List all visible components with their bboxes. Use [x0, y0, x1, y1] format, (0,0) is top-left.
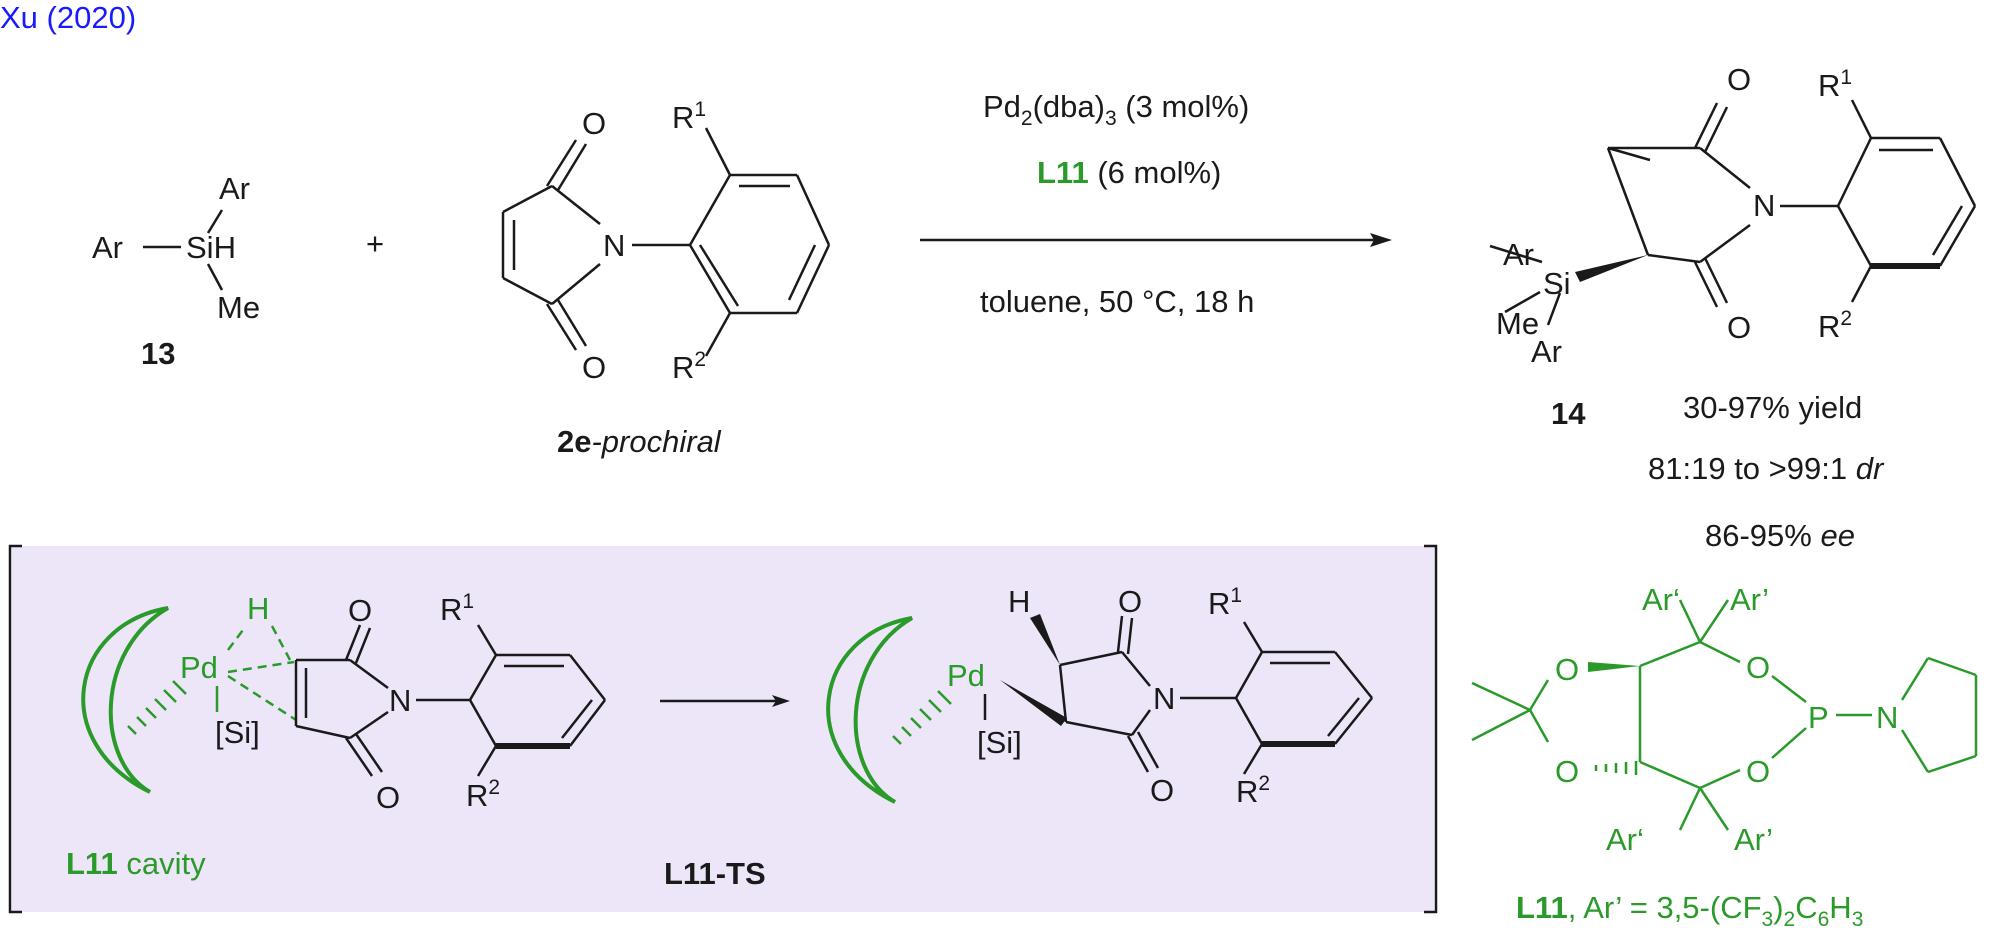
ligand-line: L11 (6 mol%): [1037, 155, 1221, 190]
ts-left: Pd H [Si]: [66, 590, 606, 881]
solvent-line: toluene, 50 °C, 18 h: [980, 284, 1254, 319]
ligand-o4: O: [1746, 754, 1770, 789]
product-wedge-bond: [1575, 255, 1648, 282]
ts-left-o-bottom: O: [376, 780, 400, 815]
ts-right-h: H: [1008, 584, 1030, 619]
ligand-wedge-bond: [1588, 662, 1640, 672]
product-ar-bottom: Ar: [1531, 334, 1562, 369]
ts-left-dashed-bonds: [227, 625, 297, 722]
product-si: Si: [1543, 266, 1571, 301]
ts-left-pd: Pd: [180, 650, 218, 685]
ts-box: Pd H [Si]: [8, 544, 1438, 914]
silane-13: Ar Ar SiH Me 13: [92, 171, 260, 371]
ts-left-n: N: [389, 683, 411, 718]
ligand-o1: O: [1555, 652, 1579, 687]
compound-13-label: 13: [141, 336, 175, 371]
product-me: Me: [1496, 306, 1539, 341]
ligand-caption: L11, Ar’ = 3,5-(CF3)2C6H3: [1516, 890, 1863, 931]
ts-right-wedge-h: [1030, 614, 1060, 665]
product-14: O O N Ar Si Me Ar R1 R2 14 30-97% yield …: [1489, 62, 1977, 553]
cavity-label: L11 cavity: [66, 846, 206, 881]
ts-bracket-left: [8, 544, 22, 914]
catalyst-line: Pd2(dba)3 (3 mol%): [983, 89, 1249, 130]
ts-label: L11-TS: [664, 856, 766, 891]
ts-left-o-top: O: [348, 593, 372, 628]
ts-left-h: H: [247, 591, 269, 626]
ligand-ar-tr: Ar’: [1730, 582, 1769, 617]
ts-right-r1: R1: [1208, 584, 1242, 621]
dr-text: 81:19 to >99:1 dr: [1648, 451, 1885, 486]
product-r1: R1: [1818, 66, 1852, 103]
maleimide-r2: R2: [672, 348, 706, 385]
ts-arrow-head: [772, 695, 790, 707]
ts-right: Pd H [Si]: [826, 584, 1373, 809]
ts-right-o-top: O: [1118, 584, 1142, 619]
maleimide-2e: O O N R1 R2 2e-prochiral: [501, 98, 831, 459]
ligand-l11: O O O O P N Ar‘ Ar’ Ar‘ Ar’ L11, Ar’ = 3…: [1471, 582, 1978, 931]
silane-ar-top: Ar: [219, 171, 250, 206]
ligand-o2: O: [1555, 754, 1579, 789]
yield-text: 30-97% yield: [1683, 390, 1862, 425]
cavity-crescent-left: [81, 606, 169, 794]
maleimide-r1: R1: [672, 98, 706, 135]
silane-me: Me: [217, 290, 260, 325]
product-r2: R2: [1818, 307, 1852, 344]
ligand-n: N: [1876, 700, 1898, 735]
maleimide-o-bottom: O: [582, 350, 606, 385]
ee-text: 86-95% ee: [1705, 518, 1855, 553]
ts-left-r1: R1: [440, 590, 474, 627]
product-n: N: [1753, 188, 1775, 223]
reaction-conditions: Pd2(dba)3 (3 mol%) L11 (6 mol%) toluene,…: [920, 89, 1392, 319]
ts-right-o-bottom: O: [1150, 773, 1174, 808]
reaction-arrow-head: [1370, 233, 1392, 247]
ligand-bonds: [1471, 599, 1978, 831]
product-ar-top: Ar: [1503, 237, 1534, 272]
silane-sih: SiH: [186, 230, 236, 265]
ligand-ar-br: Ar’: [1734, 822, 1773, 857]
product-o-bottom: O: [1727, 310, 1751, 345]
ligand-hash-bond: [1594, 761, 1638, 775]
ts-left-r2: R2: [466, 776, 500, 813]
maleimide-n: N: [603, 228, 625, 263]
ts-box-background: [12, 546, 1434, 912]
maleimide-bonds: [501, 127, 831, 357]
ts-right-n: N: [1153, 681, 1175, 716]
ts-left-si: [Si]: [215, 715, 260, 750]
ts-right-wedge-pd: [1000, 680, 1067, 726]
product-bonds: [1489, 99, 1977, 326]
silane-ar-left: Ar: [92, 230, 123, 265]
cavity-crescent-right: [826, 616, 914, 804]
ligand-ar-bl: Ar‘: [1606, 822, 1644, 857]
compound-2e-label: 2e-prochiral: [557, 424, 722, 459]
cavity-hash-left: [127, 680, 187, 735]
ts-right-r2: R2: [1236, 772, 1270, 809]
ts-right-si: [Si]: [977, 725, 1022, 760]
maleimide-o-top: O: [582, 106, 606, 141]
ts-right-ring-bonds: [1058, 615, 1373, 775]
plus-sign: +: [366, 226, 384, 261]
product-o-top: O: [1727, 62, 1751, 97]
ligand-ar-tl: Ar‘: [1642, 582, 1680, 617]
silane-bonds: [143, 209, 224, 291]
cavity-hash-right: [892, 690, 952, 745]
citation-label: Xu (2020): [0, 0, 136, 35]
ts-right-pd: Pd: [947, 658, 985, 693]
ligand-p: P: [1808, 700, 1829, 735]
ts-bracket-right: [1424, 544, 1438, 914]
ts-left-ring-bonds: [294, 624, 606, 777]
ligand-o3: O: [1746, 650, 1770, 685]
compound-14-label: 14: [1551, 396, 1586, 431]
